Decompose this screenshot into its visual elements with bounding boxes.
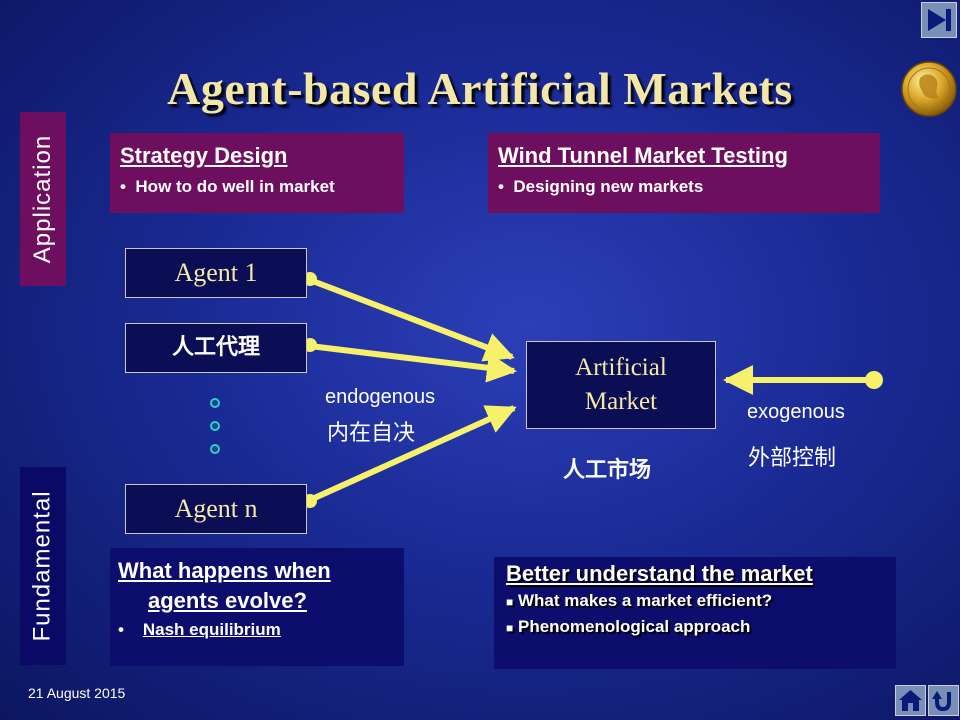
fundamental-label: Fundamental — [20, 467, 66, 665]
agents-evolve-heading-line2: agents evolve? — [148, 588, 307, 613]
understand-market-bullet-2: ■ Phenomenological approach — [506, 617, 751, 636]
wind-tunnel-box: Wind Tunnel Market Testing • Designing n… — [488, 133, 880, 213]
understand-market-box: Better understand the market ■ What make… — [494, 557, 896, 669]
page-title: Agent-based Artificial Markets — [167, 63, 793, 114]
wind-tunnel-heading: Wind Tunnel Market Testing — [498, 143, 788, 168]
exogenous-label: exogenous — [747, 401, 845, 423]
arrow-agent1-to-market — [303, 272, 515, 362]
agent-n-box: Agent n — [125, 484, 307, 534]
application-label: Application — [20, 112, 66, 286]
strategy-design-bullet: • How to do well in market — [120, 177, 335, 196]
agents-evolve-box: What happens when agents evolve? • Nash … — [110, 548, 404, 666]
endogenous-label: endogenous — [325, 386, 436, 408]
ellipsis-dots — [210, 398, 220, 454]
home-icon — [899, 690, 922, 711]
strategy-design-box: Strategy Design • How to do well in mark… — [110, 133, 404, 213]
skip-to-end-icon — [928, 9, 951, 31]
wind-tunnel-bullet: • Designing new markets — [498, 177, 704, 196]
return-button[interactable] — [928, 685, 959, 716]
strategy-design-heading: Strategy Design — [120, 143, 288, 168]
footer-date: 21 August 2015 — [28, 685, 126, 701]
agents-evolve-bullet: • Nash equilibrium — [118, 620, 281, 639]
understand-market-bullet-1: ■ What makes a market efficient? — [506, 591, 773, 610]
endogenous-cn-label: 内在自决 — [327, 421, 416, 446]
market-cn-label: 人工市场 — [563, 458, 652, 483]
agent-cn-box: 人工代理 — [125, 323, 307, 373]
market-line2: Market — [584, 388, 658, 415]
skip-to-end-button[interactable] — [921, 2, 957, 38]
nobel-medal-icon — [901, 61, 957, 117]
agents-evolve-heading-line1: What happens when — [118, 558, 331, 583]
return-icon — [932, 691, 951, 712]
market-line1: Artificial — [575, 354, 667, 381]
agent-1-box: Agent 1 — [125, 248, 307, 298]
understand-market-heading: Better understand the market — [506, 561, 813, 586]
artificial-market-box: Artificial Market — [526, 341, 716, 429]
arrow-exogenous-to-market — [723, 365, 883, 395]
home-button[interactable] — [895, 685, 926, 716]
exogenous-cn-label: 外部控制 — [748, 446, 837, 471]
